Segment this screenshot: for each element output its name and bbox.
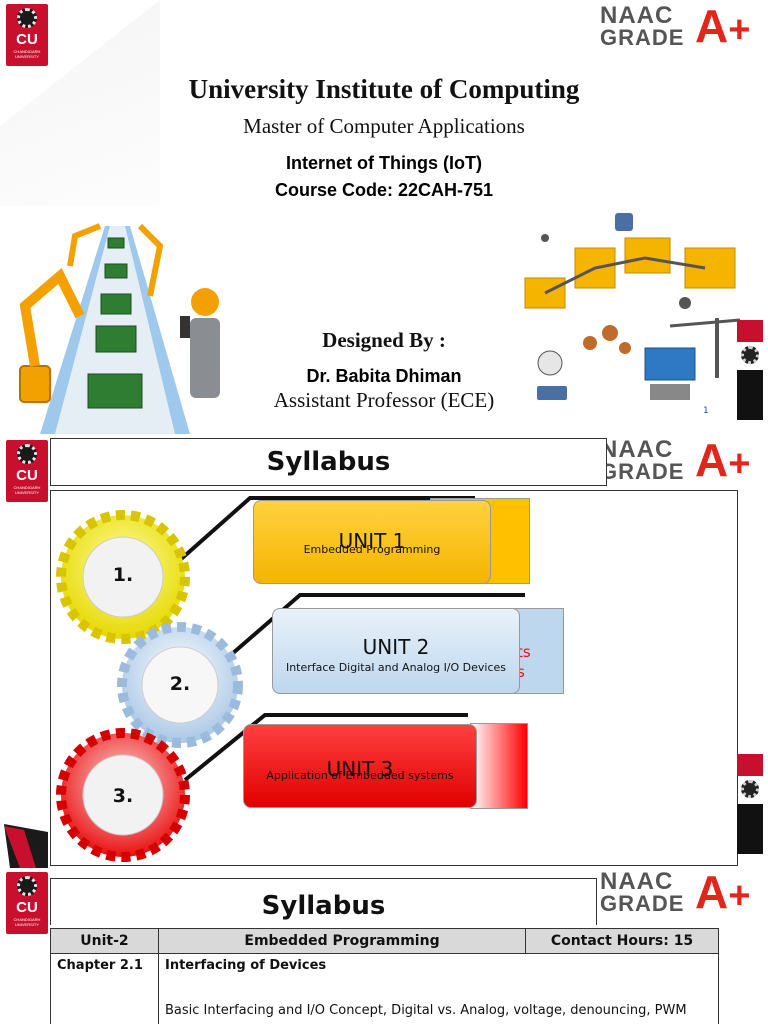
cu-logo-text: CU — [16, 899, 38, 916]
units-frame — [50, 490, 738, 866]
table-header: Embedded Programming — [158, 928, 526, 954]
course-code: Course Code: 22CAH-751 — [274, 180, 494, 200]
unit-1-desc: Embedded Programming — [303, 543, 441, 556]
cu-logo-text: CU — [16, 31, 38, 48]
grade-a-plus: A+ — [695, 436, 751, 486]
gear-icon — [17, 876, 37, 896]
unit-3-desc: Application of Embedded systems — [266, 769, 454, 782]
slide-title: Syllabus — [50, 438, 607, 486]
cu-logo-text: CU — [16, 467, 38, 484]
topic-title: Interfacing of Devices — [165, 958, 327, 973]
program-title: Master of Computer Applications — [243, 114, 525, 138]
gear-icon — [17, 444, 37, 464]
syllabus-table-slide: CU CHANDIGARH UNIVERSITY NAAC GRADE A+ S… — [0, 868, 768, 1024]
gear-3-icon — [56, 728, 190, 862]
unit-1-label: UNIT 1 — [338, 529, 406, 553]
slide-title: Syllabus — [50, 878, 597, 925]
cu-logo-subtext: CHANDIGARH UNIVERSITY — [13, 49, 41, 59]
naac-logo: NAAC GRADE A+ — [600, 868, 760, 920]
gear-1-number: 1. — [112, 564, 134, 586]
naac-logo: NAAC GRADE A+ — [600, 436, 760, 488]
unit-2-card: UNIT 2 Interface Digital and Analog I/O … — [272, 608, 520, 694]
grade-a-plus: A+ — [695, 868, 751, 918]
author-role: Assistant Professor (ECE) — [273, 388, 495, 412]
cu-logo: CU CHANDIGARH UNIVERSITY — [6, 440, 48, 502]
syllabus-table: Unit-2 Embedded Programming Contact Hour… — [50, 928, 719, 1024]
gear-icon — [17, 8, 37, 28]
naac-text: NAAC — [600, 2, 674, 29]
unit-1-card: UNIT 1 Embedded Programming — [253, 500, 491, 584]
unit-3-back-panel — [470, 723, 528, 809]
side-flag-decoration — [737, 754, 763, 854]
corner-decoration — [4, 824, 48, 868]
table-header-row: Unit-2 Embedded Programming Contact Hour… — [50, 928, 719, 954]
author-name: Dr. Babita Dhiman — [306, 366, 462, 386]
cu-logo: CU CHANDIGARH UNIVERSITY — [6, 4, 48, 66]
grade-text: GRADE — [600, 459, 685, 484]
cu-logo-subtext: CHANDIGARH UNIVERSITY — [13, 485, 41, 495]
chapter-cell: Chapter 2.1 — [50, 953, 159, 1024]
unit-3-card: UNIT 3 Application of Embedded systems — [243, 724, 477, 808]
units-graphic — [56, 496, 525, 862]
unit-2-back-text: ts — [517, 643, 531, 661]
table-header: Contact Hours: 15 — [525, 928, 719, 954]
topic-content: Basic Interfacing and I/O Concept, Digit… — [165, 1003, 687, 1018]
institute-title: University Institute of Computing — [188, 74, 580, 104]
gear-2-icon — [117, 622, 243, 748]
table-header: Unit-2 — [50, 928, 159, 954]
gear-icon — [741, 346, 759, 364]
side-flag-decoration — [737, 320, 763, 420]
content-cell: Interfacing of Devices Basic Interfacing… — [158, 953, 719, 1024]
assembly-line-illustration — [0, 206, 232, 434]
iot-factory-illustration: 1 — [524, 213, 741, 416]
grade-a-plus: A+ — [695, 0, 751, 52]
naac-text: NAAC — [600, 436, 674, 463]
cu-logo-subtext: CHANDIGARH UNIVERSITY — [13, 917, 41, 927]
naac-logo: NAAC GRADE A+ — [600, 0, 760, 54]
table-row: Chapter 2.1 Interfacing of Devices Basic… — [50, 953, 719, 1024]
gear-icon — [741, 780, 759, 798]
unit-2-label: UNIT 2 — [362, 635, 430, 659]
designed-by-label: Designed By : — [322, 328, 446, 352]
gear-3-number: 3. — [112, 785, 134, 807]
naac-text: NAAC — [600, 868, 674, 895]
gear-1-icon — [56, 510, 190, 644]
gear-2-number: 2. — [169, 673, 191, 695]
syllabus-slide: CU CHANDIGARH UNIVERSITY NAAC GRADE A+ S… — [0, 436, 768, 868]
grade-text: GRADE — [600, 25, 685, 50]
page-number: 1 — [703, 406, 709, 416]
cu-logo: CU CHANDIGARH UNIVERSITY — [6, 872, 48, 934]
unit-3-label: UNIT 3 — [326, 757, 394, 781]
unit-2-back-text: s — [517, 663, 525, 681]
grade-text: GRADE — [600, 891, 685, 916]
course-name: Internet of Things (IoT) — [286, 153, 482, 173]
course-info: Internet of Things (IoT) Course Code: 22… — [0, 150, 768, 204]
title-slide: CU CHANDIGARH UNIVERSITY NAAC GRADE A+ U… — [0, 0, 768, 436]
unit-2-desc: Interface Digital and Analog I/O Devices — [285, 661, 507, 674]
